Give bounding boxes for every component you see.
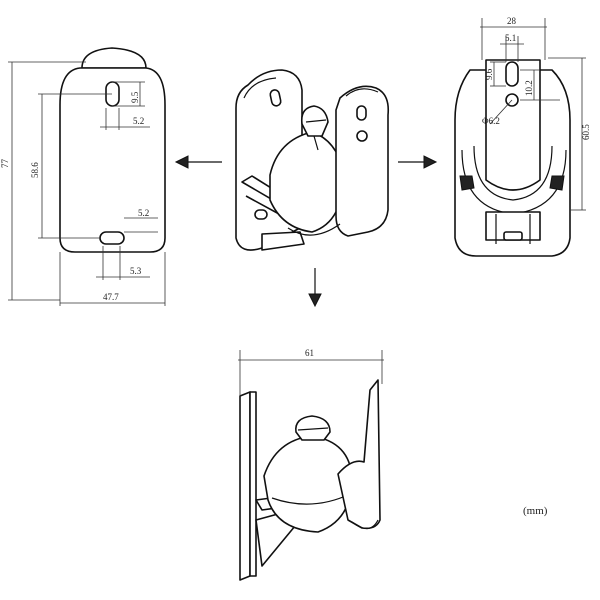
front-height-inner-label: 58.6 — [30, 162, 40, 178]
side-view: 28 5.1 9.6 10.2 Φ6.2 60.5 — [454, 16, 591, 257]
front-bottom-slot-width-label: 5.3 — [130, 266, 142, 276]
front-top-slot-width-label: 5.2 — [133, 116, 144, 126]
side-height-label: 60.5 — [581, 124, 591, 140]
bottom-depth-label: 61 — [305, 348, 314, 358]
front-view: 77 58.6 9.5 5.2 5.2 5.3 47.7 — [0, 47, 166, 306]
side-hole-diameter-label: Φ6.2 — [482, 116, 500, 126]
isometric-view — [235, 69, 390, 251]
front-top-slot-height-label: 9.5 — [130, 91, 140, 103]
view-arrows — [174, 155, 438, 308]
front-bottom-slot-height-label: 5.2 — [138, 208, 149, 218]
side-hole-offset-label: 10.2 — [524, 80, 534, 96]
unit-label: (mm) — [523, 505, 548, 517]
side-slot-width-label: 5.1 — [505, 33, 516, 43]
side-slot-height-label: 9.6 — [484, 68, 494, 80]
bottom-view: 61 — [238, 348, 384, 581]
side-width-label: 28 — [507, 16, 517, 26]
front-width-label: 47.7 — [103, 292, 119, 302]
front-height-total-label: 77 — [0, 159, 10, 169]
